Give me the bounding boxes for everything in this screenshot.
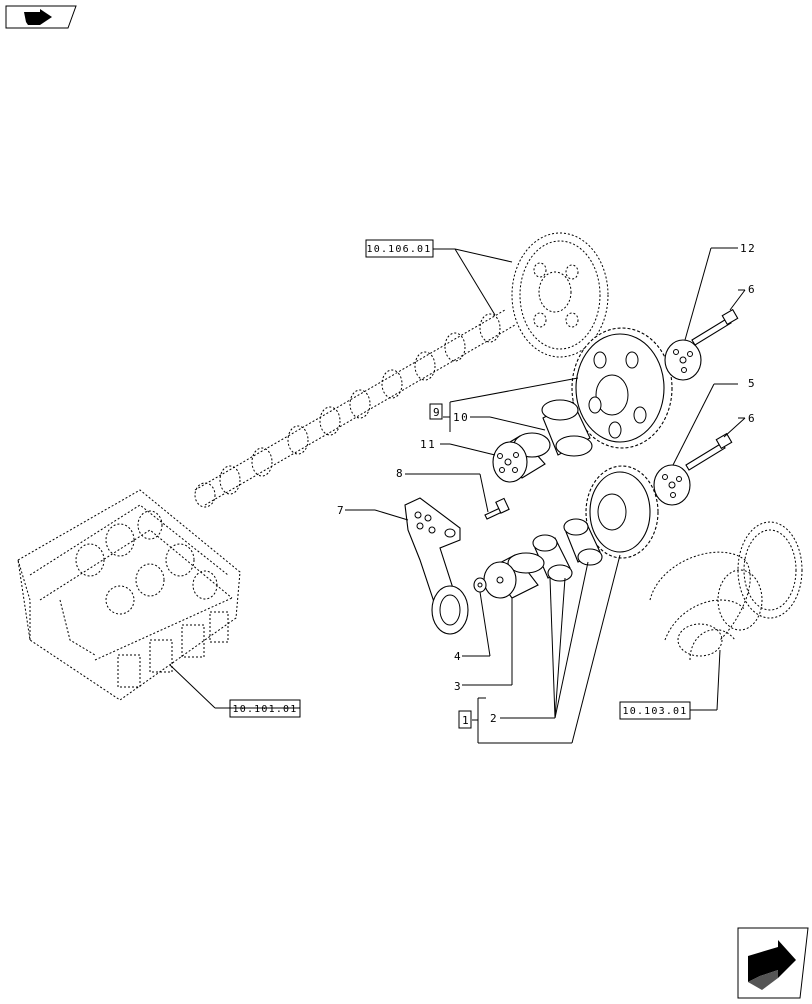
bushing [541,399,593,457]
ref-box-crankshaft[interactable]: 10.103.01 [619,701,691,720]
bolt-upper [691,308,739,346]
callout-9: 9 [433,406,441,419]
bracket [404,497,469,635]
callout-box-9 [429,403,443,420]
callout-2: 2 [490,712,498,725]
next-page-arrow-icon[interactable] [737,927,809,999]
callout-6-upper: 6 [748,283,756,296]
bracket-bolt [484,497,510,520]
callout-8: 8 [396,467,404,480]
ref-box-camshaft[interactable]: 10.106.01 [365,239,434,258]
camshaft-gear-illustration [511,232,609,358]
page-navigation-icon[interactable] [5,5,77,29]
callout-1: 1 [462,714,470,727]
callout-10: 10 [453,411,469,424]
ref-label-camshaft: 10.106.01 [367,244,432,255]
callout-11: 11 [420,438,436,451]
ref-label-crankshaft: 10.103.01 [623,706,688,717]
thrust-plate-upper [664,339,702,381]
callout-3: 3 [454,680,462,693]
callout-6-lower: 6 [748,412,756,425]
idler-gear-small [585,465,659,559]
thrust-plate-lower [653,464,691,506]
idler-bushings [532,518,603,582]
leader-lines [169,247,746,744]
crankshaft-illustration [649,521,803,661]
idler-hub [492,432,551,483]
callout-5: 5 [748,377,756,390]
callout-7: 7 [337,504,345,517]
ref-label-cylinder-head: 10.101.01 [233,704,298,715]
idler-hub-lower [483,552,545,599]
bolt-lower [685,432,733,471]
ref-box-cylinder-head[interactable]: 10.101.01 [229,699,301,718]
cylinder-head-illustration [17,489,241,701]
callout-box-1 [458,710,472,729]
idler-gear-large [571,327,673,449]
camshaft-illustration [194,309,516,508]
set-screw [473,577,487,593]
callout-12: 12 [740,242,756,255]
callout-4: 4 [454,650,462,663]
